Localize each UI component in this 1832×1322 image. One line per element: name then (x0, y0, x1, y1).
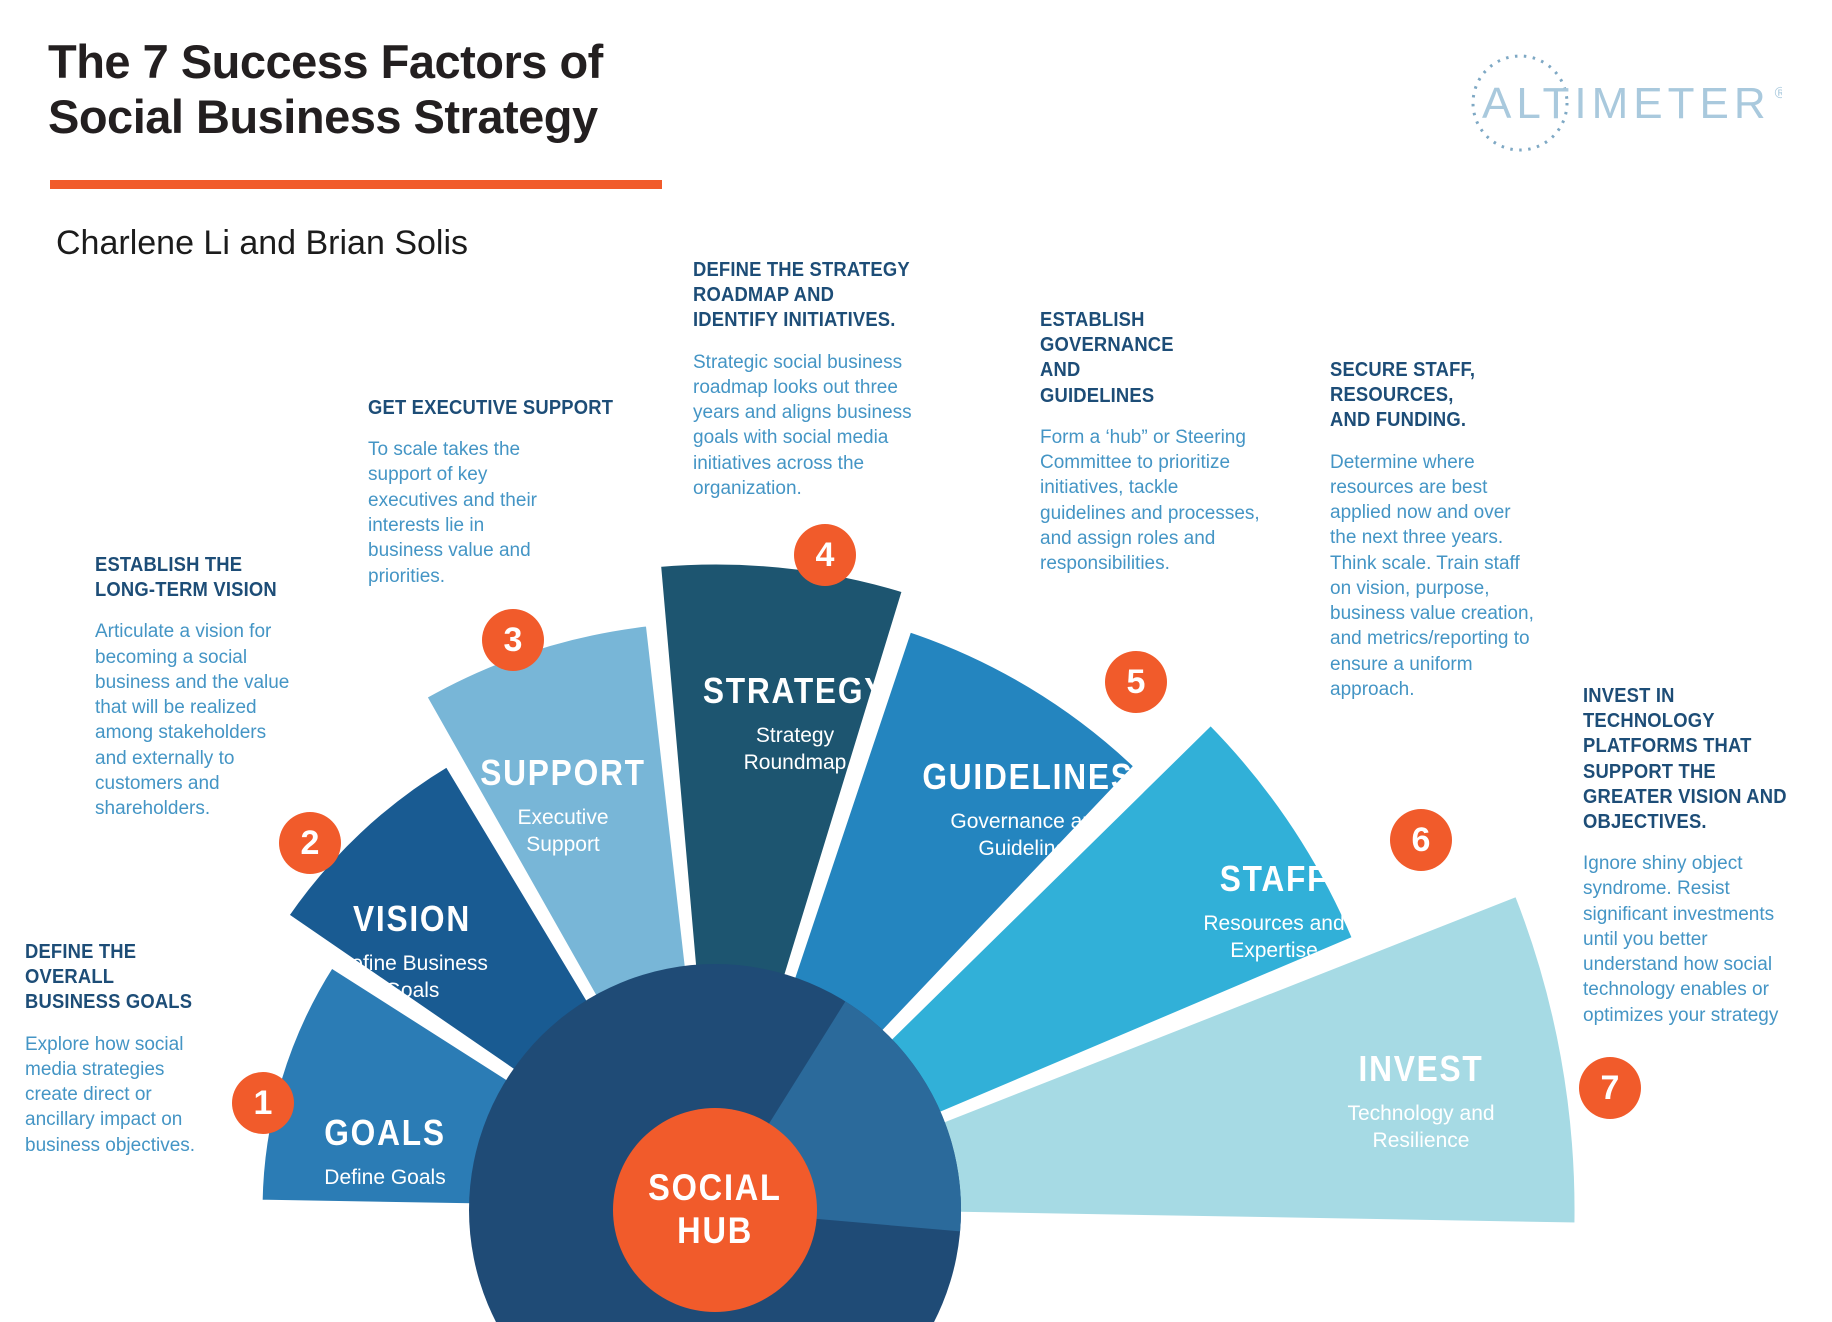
logo-dashed-circle (1471, 54, 1569, 152)
hub-label-line1: SOCIAL (648, 1167, 782, 1209)
altimeter-logo: ALTIMETER® (1471, 54, 1782, 152)
factor-3-note: GET EXECUTIVE SUPPORT To scale takes the… (368, 396, 638, 589)
wedge-label-goals: GOALS Define Goals (310, 1112, 460, 1191)
wedge-label-strategy: STRATEGY Strategy Roundmap (690, 670, 899, 777)
wedge-label-staff: STAFF Resources and Expertise (1197, 858, 1352, 965)
wedge-subtitle-support: Executive Support (517, 806, 609, 857)
page-title: The 7 Success Factors of Social Business… (48, 35, 603, 144)
factor-2-badge: 2 (279, 812, 341, 874)
wedge-subtitle-guidelines: Governance and Guidelines (950, 810, 1106, 861)
factor-7-body: Ignore shiny object syndrome. Resist sig… (1583, 853, 1779, 1026)
factor-4-badge: 4 (794, 524, 856, 586)
factor-7-heading: INVEST IN TECHNOLOGY PLATFORMS THAT SUPP… (1583, 685, 1787, 833)
factor-1-note: DEFINE THE OVERALL BUSINESS GOALS Explor… (25, 940, 220, 1158)
factor-6-heading: SECURE STAFF, RESOURCES, AND FUNDING. (1330, 359, 1476, 432)
factor-3-heading: GET EXECUTIVE SUPPORT (368, 397, 614, 419)
wedge-subtitle-vision: Define Business Goals (336, 952, 488, 1003)
wedge-label-support: SUPPORT Executive Support (469, 752, 657, 859)
factor-5-note: ESTABLISH GOVERNANCE AND GUIDELINES Form… (1040, 308, 1265, 576)
wedge-title-staff: STAFF (1219, 858, 1329, 899)
factor-6-badge: 6 (1390, 809, 1452, 871)
factor-6-note: SECURE STAFF, RESOURCES, AND FUNDING. De… (1330, 358, 1535, 702)
factor-5-body: Form a ‘hub” or Steering Committee to pr… (1040, 426, 1260, 575)
factor-1-badge: 1 (232, 1072, 294, 1134)
factor-3-body: To scale takes the support of key execut… (368, 439, 537, 587)
logo-wordmark: ALTIMETER® (1482, 79, 1782, 128)
factor-5-heading: ESTABLISH GOVERNANCE AND GUIDELINES (1040, 309, 1174, 407)
wedge-title-invest: INVEST (1358, 1048, 1484, 1089)
factor-2-heading: ESTABLISH THE LONG-TERM VISION (95, 554, 277, 602)
factor-6-body: Determine where resources are best appli… (1330, 451, 1534, 700)
wedge-subtitle-strategy: Strategy Roundmap (743, 724, 847, 775)
factor-7-badge: 7 (1579, 1057, 1641, 1119)
factor-4-body: Strategic social business roadmap looks … (693, 351, 912, 499)
factor-1-heading: DEFINE THE OVERALL BUSINESS GOALS (25, 941, 193, 1014)
factor-2-note: ESTABLISH THE LONG-TERM VISION Articulat… (95, 553, 305, 822)
factor-1-body: Explore how social media strategies crea… (25, 1033, 196, 1156)
factor-7-note: INVEST IN TECHNOLOGY PLATFORMS THAT SUPP… (1583, 684, 1828, 1028)
factor-4-note: DEFINE THE STRATEGY ROADMAP AND IDENTIFY… (693, 258, 933, 501)
wedge-title-support: SUPPORT (480, 752, 646, 793)
factor-4-heading: DEFINE THE STRATEGY ROADMAP AND IDENTIFY… (693, 259, 910, 332)
wedge-subtitle-goals: Define Goals (324, 1166, 446, 1189)
wedge-title-guidelines: GUIDELINES (922, 756, 1134, 797)
hub-label-line2: HUB (677, 1210, 753, 1251)
authors: Charlene Li and Brian Solis (56, 224, 469, 262)
social-hub: SOCIAL HUB (613, 1108, 817, 1312)
wedge-label-guidelines: GUIDELINES Governance and Guidelines (908, 756, 1148, 863)
wedge-subtitle-invest: Technology and Resilience (1347, 1102, 1495, 1153)
wedge-label-vision: VISION Define Business Goals (335, 898, 490, 1005)
wedge-subtitle-staff: Resources and Expertise (1203, 912, 1345, 963)
title-underline (50, 180, 662, 189)
factor-5-badge: 5 (1105, 651, 1167, 713)
wedge-label-invest: INVEST Technology and Resilience (1339, 1048, 1504, 1155)
wedge-title-strategy: STRATEGY (702, 670, 888, 711)
wedge-title-goals: GOALS (324, 1112, 446, 1153)
factor-3-badge: 3 (482, 609, 544, 671)
wedge-title-vision: VISION (353, 898, 471, 939)
factor-2-body: Articulate a vision for becoming a socia… (95, 621, 290, 820)
